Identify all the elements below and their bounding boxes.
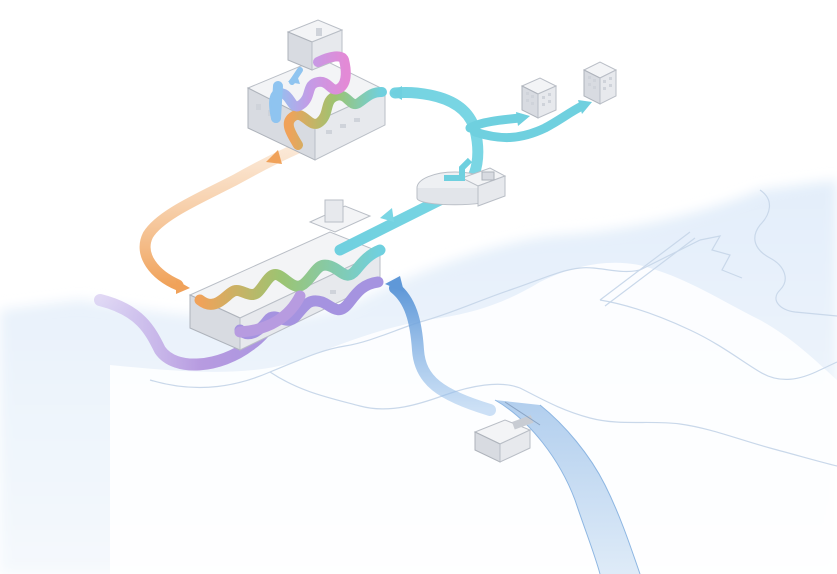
heat-exchanger-coils-bottom: [194, 244, 386, 340]
heat-plant-top: [246, 19, 387, 161]
arrowhead-apartment-2: [578, 100, 592, 114]
flow-blue-river-intake: [385, 276, 496, 416]
apartment-block-1: [520, 77, 558, 119]
apartment-block-2: [582, 61, 618, 105]
arrowhead-apartment-1: [516, 112, 530, 126]
arrowhead-top-coil: [288, 72, 300, 84]
flow-cyan-supply: [334, 86, 484, 256]
water-body: [0, 180, 837, 574]
flow-storage-loop: [444, 157, 473, 181]
flow-cyan-to-buildings: [465, 101, 587, 143]
pump-station: [473, 401, 541, 463]
flow-orange-return: [139, 142, 304, 294]
round-storage-building: [416, 167, 507, 207]
